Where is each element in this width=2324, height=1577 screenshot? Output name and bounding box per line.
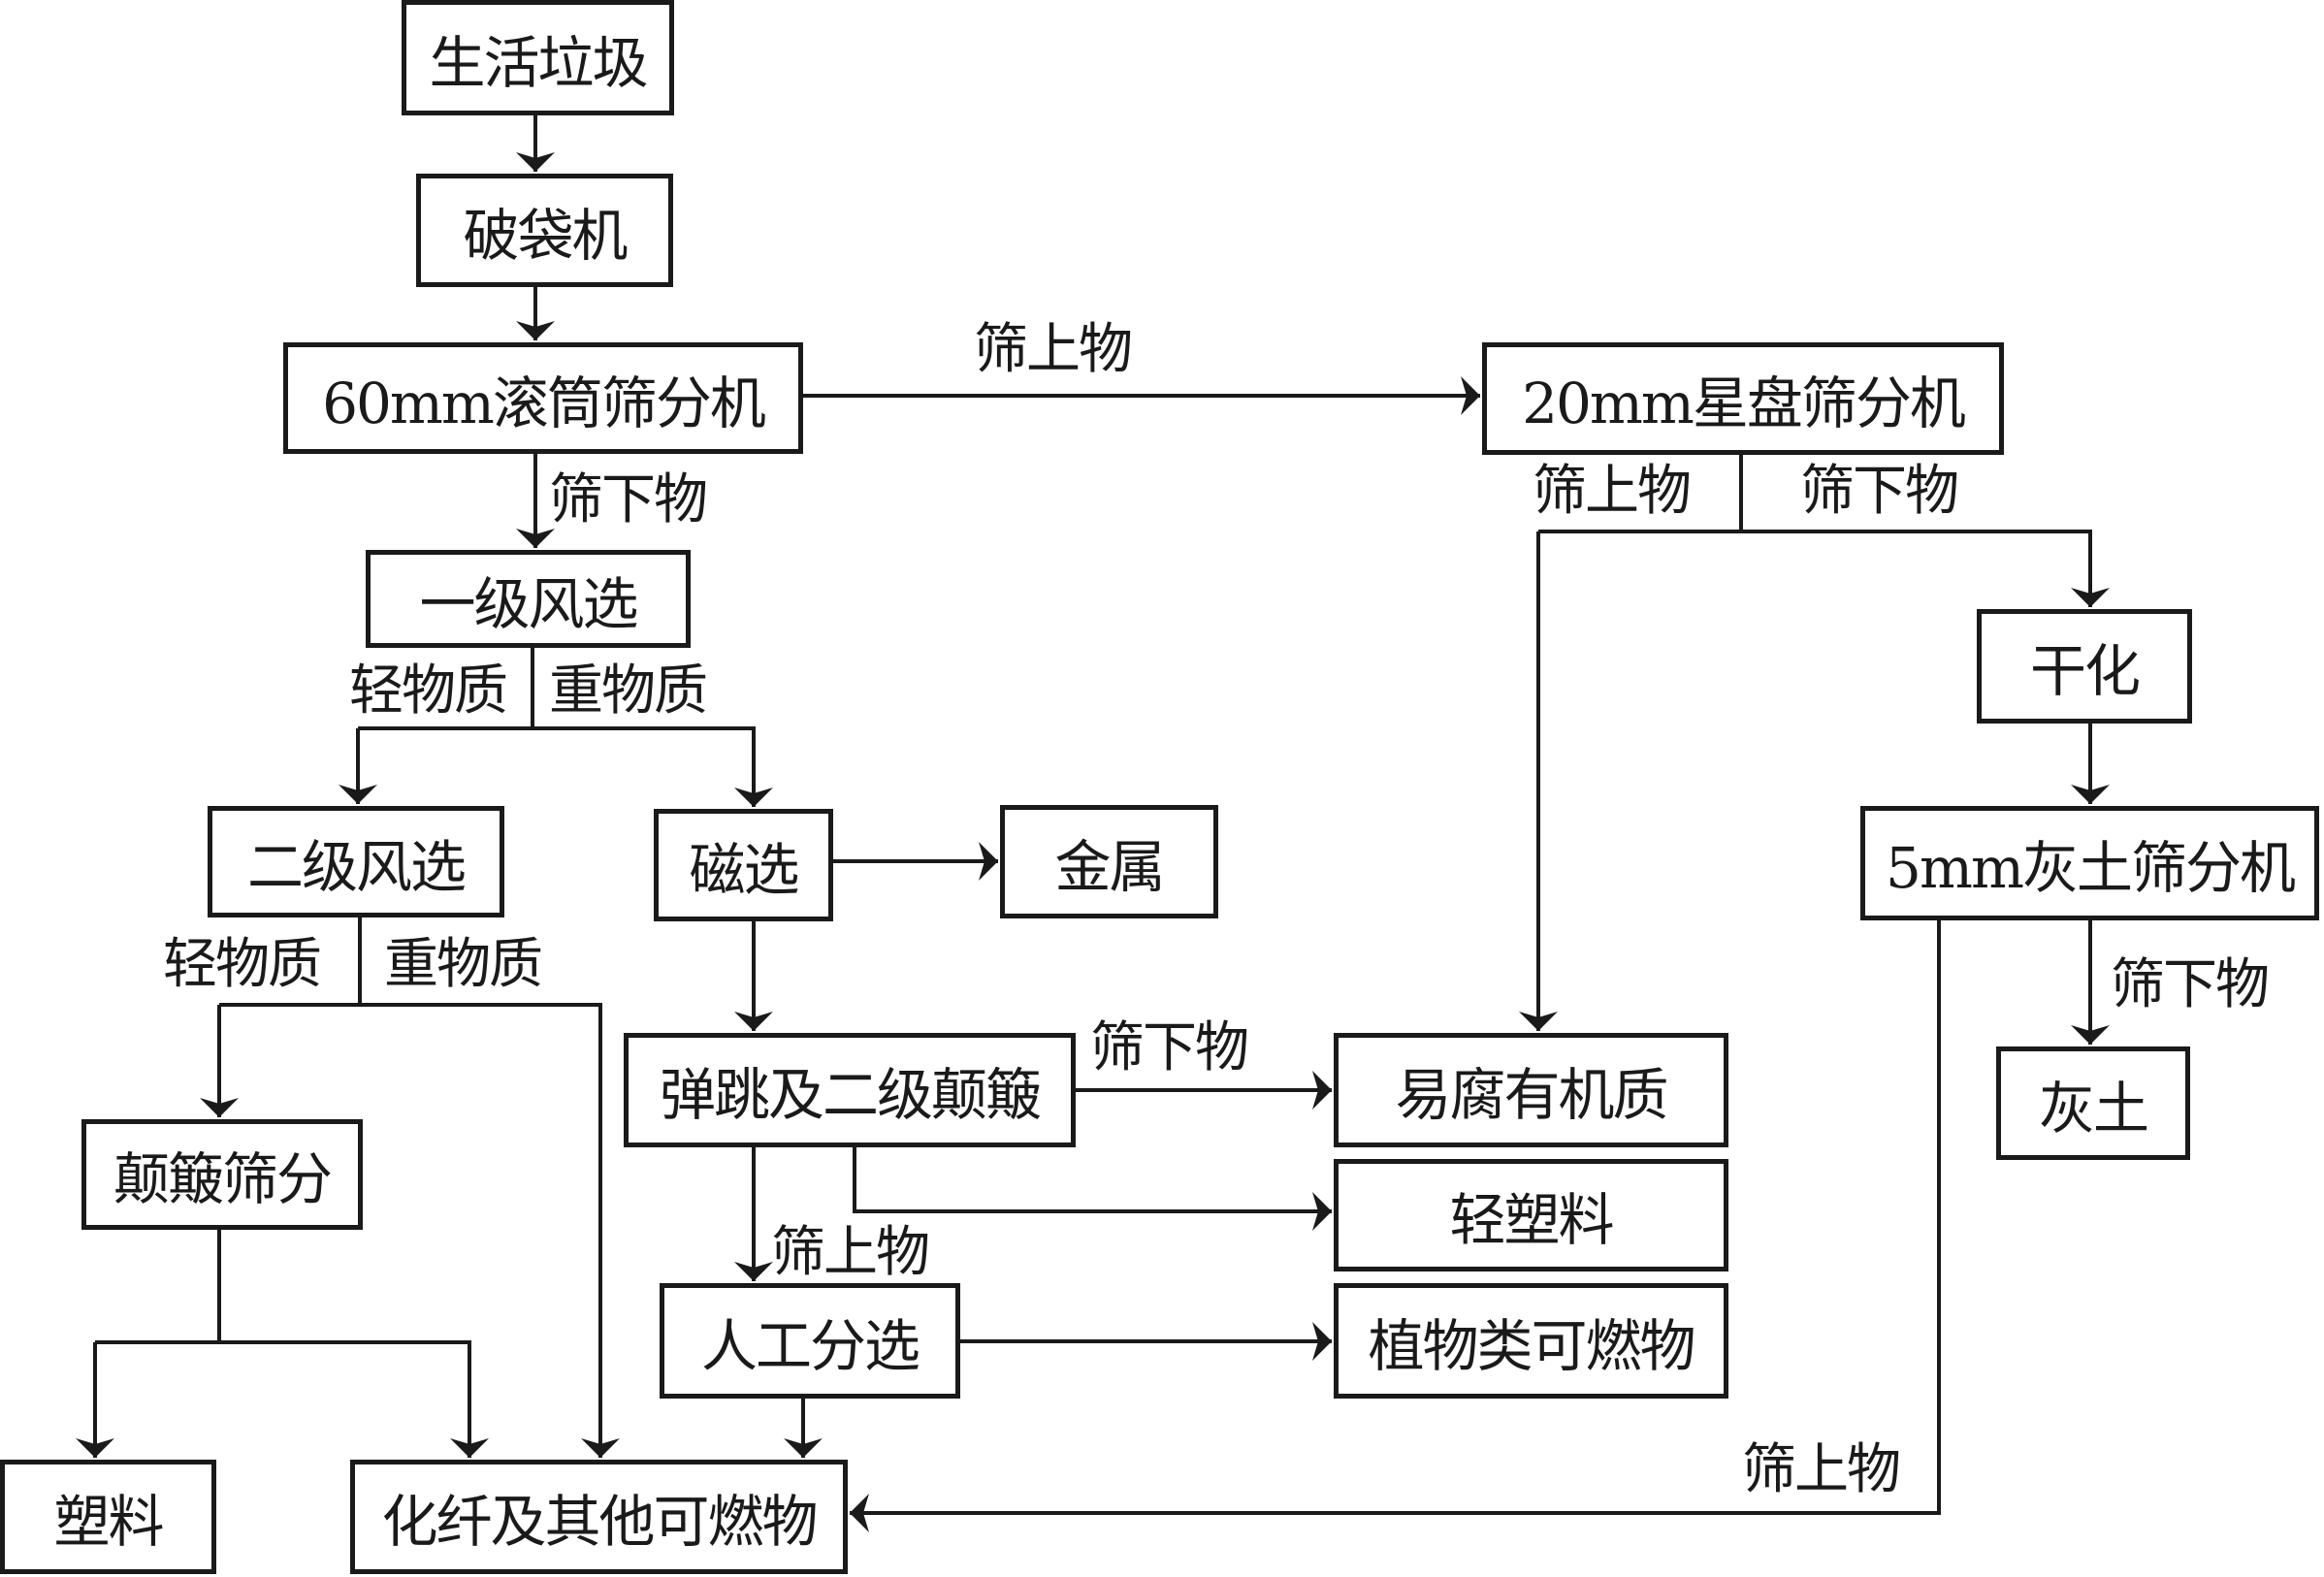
arrow-starscreen-to-drying — [1741, 530, 2110, 607]
node-perishable-organic: 易腐有机质 — [1334, 1033, 1728, 1147]
label-trommel-undersize: 筛下物 — [549, 468, 708, 531]
label-starscreen-undersize: 筛下物 — [1800, 460, 1959, 523]
node-light-plastic: 轻塑料 — [1334, 1159, 1728, 1271]
node-label: 磁选 — [689, 837, 799, 903]
node-label: 生活垃圾 — [429, 29, 648, 96]
node-label: 破袋机 — [463, 202, 628, 269]
label-primary-light: 轻物质 — [349, 660, 508, 723]
label-ballistic-undersize: 筛下物 — [1090, 1016, 1249, 1079]
label-soil-screen-undersize: 筛下物 — [2111, 953, 2270, 1016]
node-metal: 金属 — [1000, 805, 1218, 918]
node-label: 人工分选 — [700, 1312, 920, 1379]
node-secondary-air-separation: 二级风选 — [208, 806, 504, 917]
label-soil-screen-oversize: 筛上物 — [1742, 1438, 1901, 1501]
node-primary-air-separation: 一级风选 — [366, 550, 691, 648]
label-primary-heavy: 重物质 — [549, 660, 708, 723]
node-label: 金属 — [1054, 833, 1165, 900]
arrow-soil-screen-to-fiber — [850, 920, 1941, 1532]
node-trommel-60mm: 60mm滚筒筛分机 — [283, 342, 803, 454]
arrow-secondary-air-to-fiber — [360, 1003, 620, 1458]
node-label: 弹跳及二级颠簸 — [659, 1062, 1042, 1128]
node-label: 二级风选 — [246, 833, 467, 900]
node-label: 一级风选 — [419, 570, 638, 637]
arrow-ballistic-to-light-plastic — [853, 1147, 1332, 1231]
label-secondary-light: 轻物质 — [163, 933, 322, 996]
label-trommel-oversize: 筛上物 — [974, 318, 1133, 381]
connector-bump-screening-split — [95, 1230, 221, 1344]
node-label: 化纤及其他可燃物 — [381, 1489, 818, 1555]
node-label: 塑料 — [53, 1489, 164, 1555]
node-label: 植物类可燃物 — [1368, 1312, 1695, 1379]
node-manual-sorting: 人工分选 — [660, 1283, 960, 1399]
node-label: 灰土 — [2038, 1075, 2149, 1142]
node-household-waste: 生活垃圾 — [402, 0, 674, 115]
node-ash-soil: 灰土 — [1996, 1046, 2190, 1160]
node-fiber-combustibles: 化纤及其他可燃物 — [350, 1460, 848, 1574]
node-magnetic-separation: 磁选 — [654, 809, 833, 921]
node-drying: 干化 — [1977, 609, 2192, 724]
arrow-bump-to-fiber — [219, 1340, 489, 1458]
node-plant-combustibles: 植物类可燃物 — [1334, 1283, 1728, 1399]
node-label: 颠簸筛分 — [113, 1146, 333, 1212]
label-ballistic-oversize: 筛上物 — [771, 1221, 930, 1284]
node-label: 60mm滚筒筛分机 — [322, 370, 766, 436]
node-star-screen-20mm: 20mm星盘筛分机 — [1482, 342, 2004, 455]
node-bag-breaker: 破袋机 — [416, 174, 673, 287]
node-label: 5mm灰土筛分机 — [1886, 835, 2296, 901]
label-starscreen-oversize: 筛上物 — [1533, 460, 1692, 523]
label-secondary-heavy: 重物质 — [384, 933, 543, 996]
node-ballistic-bump: 弹跳及二级颠簸 — [624, 1033, 1076, 1147]
node-label: 易腐有机质 — [1395, 1062, 1668, 1128]
node-soil-screen-5mm: 5mm灰土筛分机 — [1860, 806, 2319, 920]
node-plastic: 塑料 — [0, 1460, 216, 1574]
node-label: 干化 — [2029, 638, 2141, 704]
node-bump-screening: 颠簸筛分 — [81, 1119, 363, 1230]
node-label: 轻塑料 — [1449, 1187, 1614, 1253]
arrow-primary-air-to-magnetic — [533, 726, 773, 807]
node-label: 20mm星盘筛分机 — [1522, 370, 1966, 436]
